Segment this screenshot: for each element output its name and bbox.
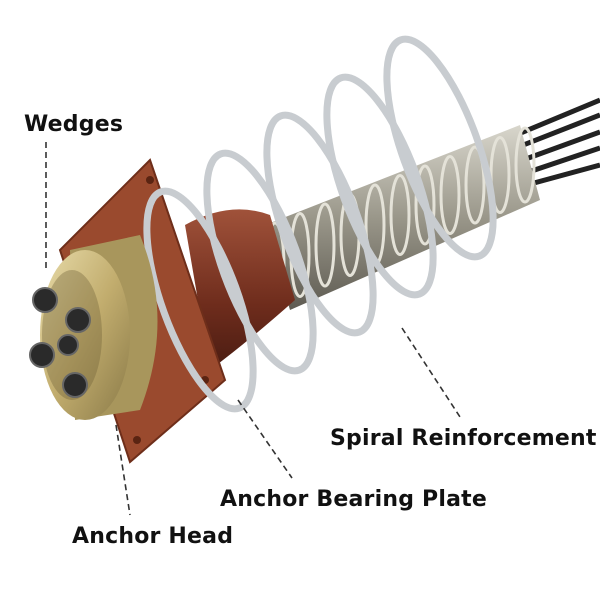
spiral-leader-line [401,327,463,421]
duct-rib [314,202,336,288]
spiral-turn [143,187,257,413]
duct-rib [464,145,486,225]
spiral-turn [203,149,317,375]
anchor-head-leader-line [115,424,131,516]
spiral-reinforcement [143,35,497,413]
duct-rib [439,155,461,235]
spiral-turn [383,35,497,261]
label-spiral-reinforcement: Spiral Reinforcement [330,426,597,451]
wedges [29,287,91,398]
bearing-plate-leader-line [237,399,293,479]
anchor-head [40,235,158,420]
spiral-turn [323,73,437,299]
label-wedges: Wedges [24,112,124,137]
duct-rib [389,174,411,256]
duct-rib [514,126,536,204]
duct-rib [414,164,436,246]
label-anchor-head: Anchor Head [72,524,234,549]
label-anchor-bearing-plate: Anchor Bearing Plate [220,487,487,512]
spiral-turn [263,111,377,337]
